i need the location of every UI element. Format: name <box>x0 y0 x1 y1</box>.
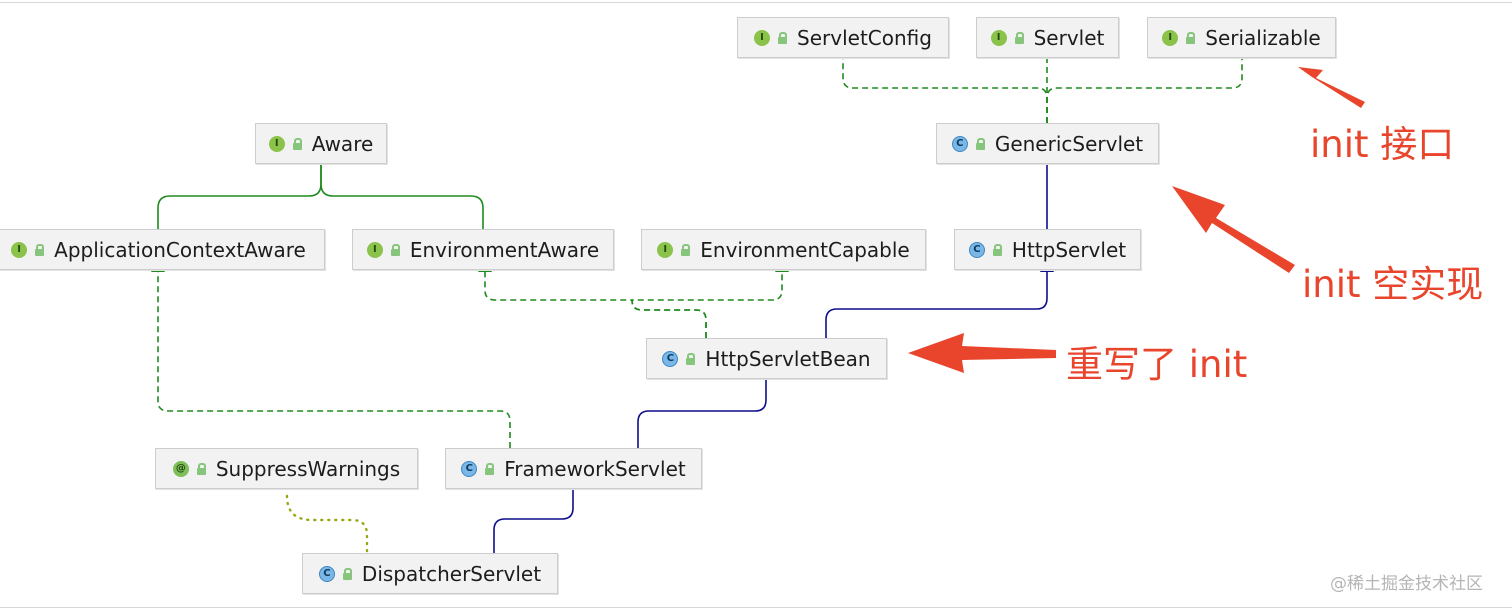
node-label: DispatcherServlet <box>361 561 542 586</box>
annotation-icon: @ <box>172 460 189 477</box>
edge-http-servlet-bean-environment-aware <box>478 259 707 338</box>
interface-icon: I <box>366 241 383 258</box>
node-dispatcher-servlet[interactable]: C DispatcherServlet <box>302 553 558 594</box>
node-label: EnvironmentAware <box>409 237 600 262</box>
bottom-border <box>0 607 1512 608</box>
edge-http-servlet-bean-http-servlet <box>825 259 1054 338</box>
interface-icon: I <box>1162 29 1179 46</box>
interface-icon: I <box>754 29 771 46</box>
public-lock-icon <box>1185 31 1196 44</box>
edge-framework-servlet-application-context-aware <box>151 259 511 448</box>
node-label: SuppressWarnings <box>215 456 401 481</box>
annotation-override-init: 重写了 init <box>1066 343 1248 386</box>
public-lock-icon <box>1014 31 1024 44</box>
node-label: Serializable <box>1205 25 1321 50</box>
watermark: @稀土掘金技术社区 <box>1330 574 1483 594</box>
public-lock-icon <box>292 137 302 150</box>
node-label: ApplicationContextAware <box>54 237 306 262</box>
node-serializable[interactable]: I Serializable <box>1147 17 1336 58</box>
public-lock-icon <box>680 243 691 256</box>
edge-dispatcher-servlet-framework-servlet <box>493 475 580 553</box>
interface-icon: I <box>11 241 28 258</box>
public-lock-icon <box>992 243 1002 256</box>
class-icon: C <box>968 241 985 258</box>
node-label: EnvironmentCapable <box>700 237 910 262</box>
node-suppress-warnings[interactable]: @ SuppressWarnings <box>155 448 418 489</box>
interface-icon: I <box>268 135 285 152</box>
node-aware[interactable]: I Aware <box>255 123 387 164</box>
node-http-servlet-bean[interactable]: C HttpServletBean <box>646 338 887 379</box>
node-generic-servlet[interactable]: C GenericServlet <box>936 123 1159 164</box>
public-lock-icon <box>196 462 206 475</box>
node-environment-aware[interactable]: I EnvironmentAware <box>352 229 614 270</box>
edge-http-servlet-bean-environment-capable <box>631 259 789 338</box>
class-icon: C <box>461 460 478 477</box>
annotation-arrow-override-init <box>908 333 1056 373</box>
node-application-context-aware[interactable]: I ApplicationContextAware <box>0 229 325 270</box>
interface-icon: I <box>657 241 674 258</box>
public-lock-icon <box>975 137 985 150</box>
node-environment-capable[interactable]: I EnvironmentCapable <box>641 229 926 270</box>
public-lock-icon <box>777 31 788 44</box>
edge-dispatcher-servlet-suppress-warnings <box>285 494 369 554</box>
edge-framework-servlet-http-servlet-bean <box>637 367 773 448</box>
public-lock-icon <box>342 567 352 580</box>
node-label: ServletConfig <box>797 25 932 50</box>
edge-generic-servlet-serializable <box>1046 45 1249 123</box>
class-icon: C <box>951 135 968 152</box>
node-label: GenericServlet <box>994 131 1144 156</box>
top-border <box>0 2 1512 3</box>
node-http-servlet[interactable]: C HttpServlet <box>954 229 1141 270</box>
edge-generic-servlet-servlet-config <box>836 45 1048 123</box>
edge-environment-aware-aware <box>314 151 484 229</box>
annotation-init-interface: init 接口 <box>1310 123 1455 166</box>
class-icon: C <box>662 350 679 367</box>
node-label: Aware <box>311 131 374 156</box>
annotation-init-empty-impl: init 空实现 <box>1302 263 1484 306</box>
edge-application-context-aware-aware <box>157 151 328 229</box>
interface-icon: I <box>990 29 1007 46</box>
annotation-arrow-init-empty-impl <box>1172 186 1295 273</box>
node-label: HttpServletBean <box>705 346 871 371</box>
node-framework-servlet[interactable]: C FrameworkServlet <box>445 448 702 489</box>
public-lock-icon <box>685 352 696 365</box>
annotation-arrow-init-interface <box>1298 67 1365 108</box>
public-lock-icon <box>34 243 45 256</box>
node-label: Servlet <box>1033 25 1105 50</box>
node-label: FrameworkServlet <box>504 456 686 481</box>
public-lock-icon <box>390 243 400 256</box>
node-label: HttpServlet <box>1011 237 1127 262</box>
node-servlet[interactable]: I Servlet <box>976 17 1119 58</box>
class-icon: C <box>318 565 335 582</box>
public-lock-icon <box>484 462 495 475</box>
node-servlet-config[interactable]: I ServletConfig <box>737 17 949 58</box>
